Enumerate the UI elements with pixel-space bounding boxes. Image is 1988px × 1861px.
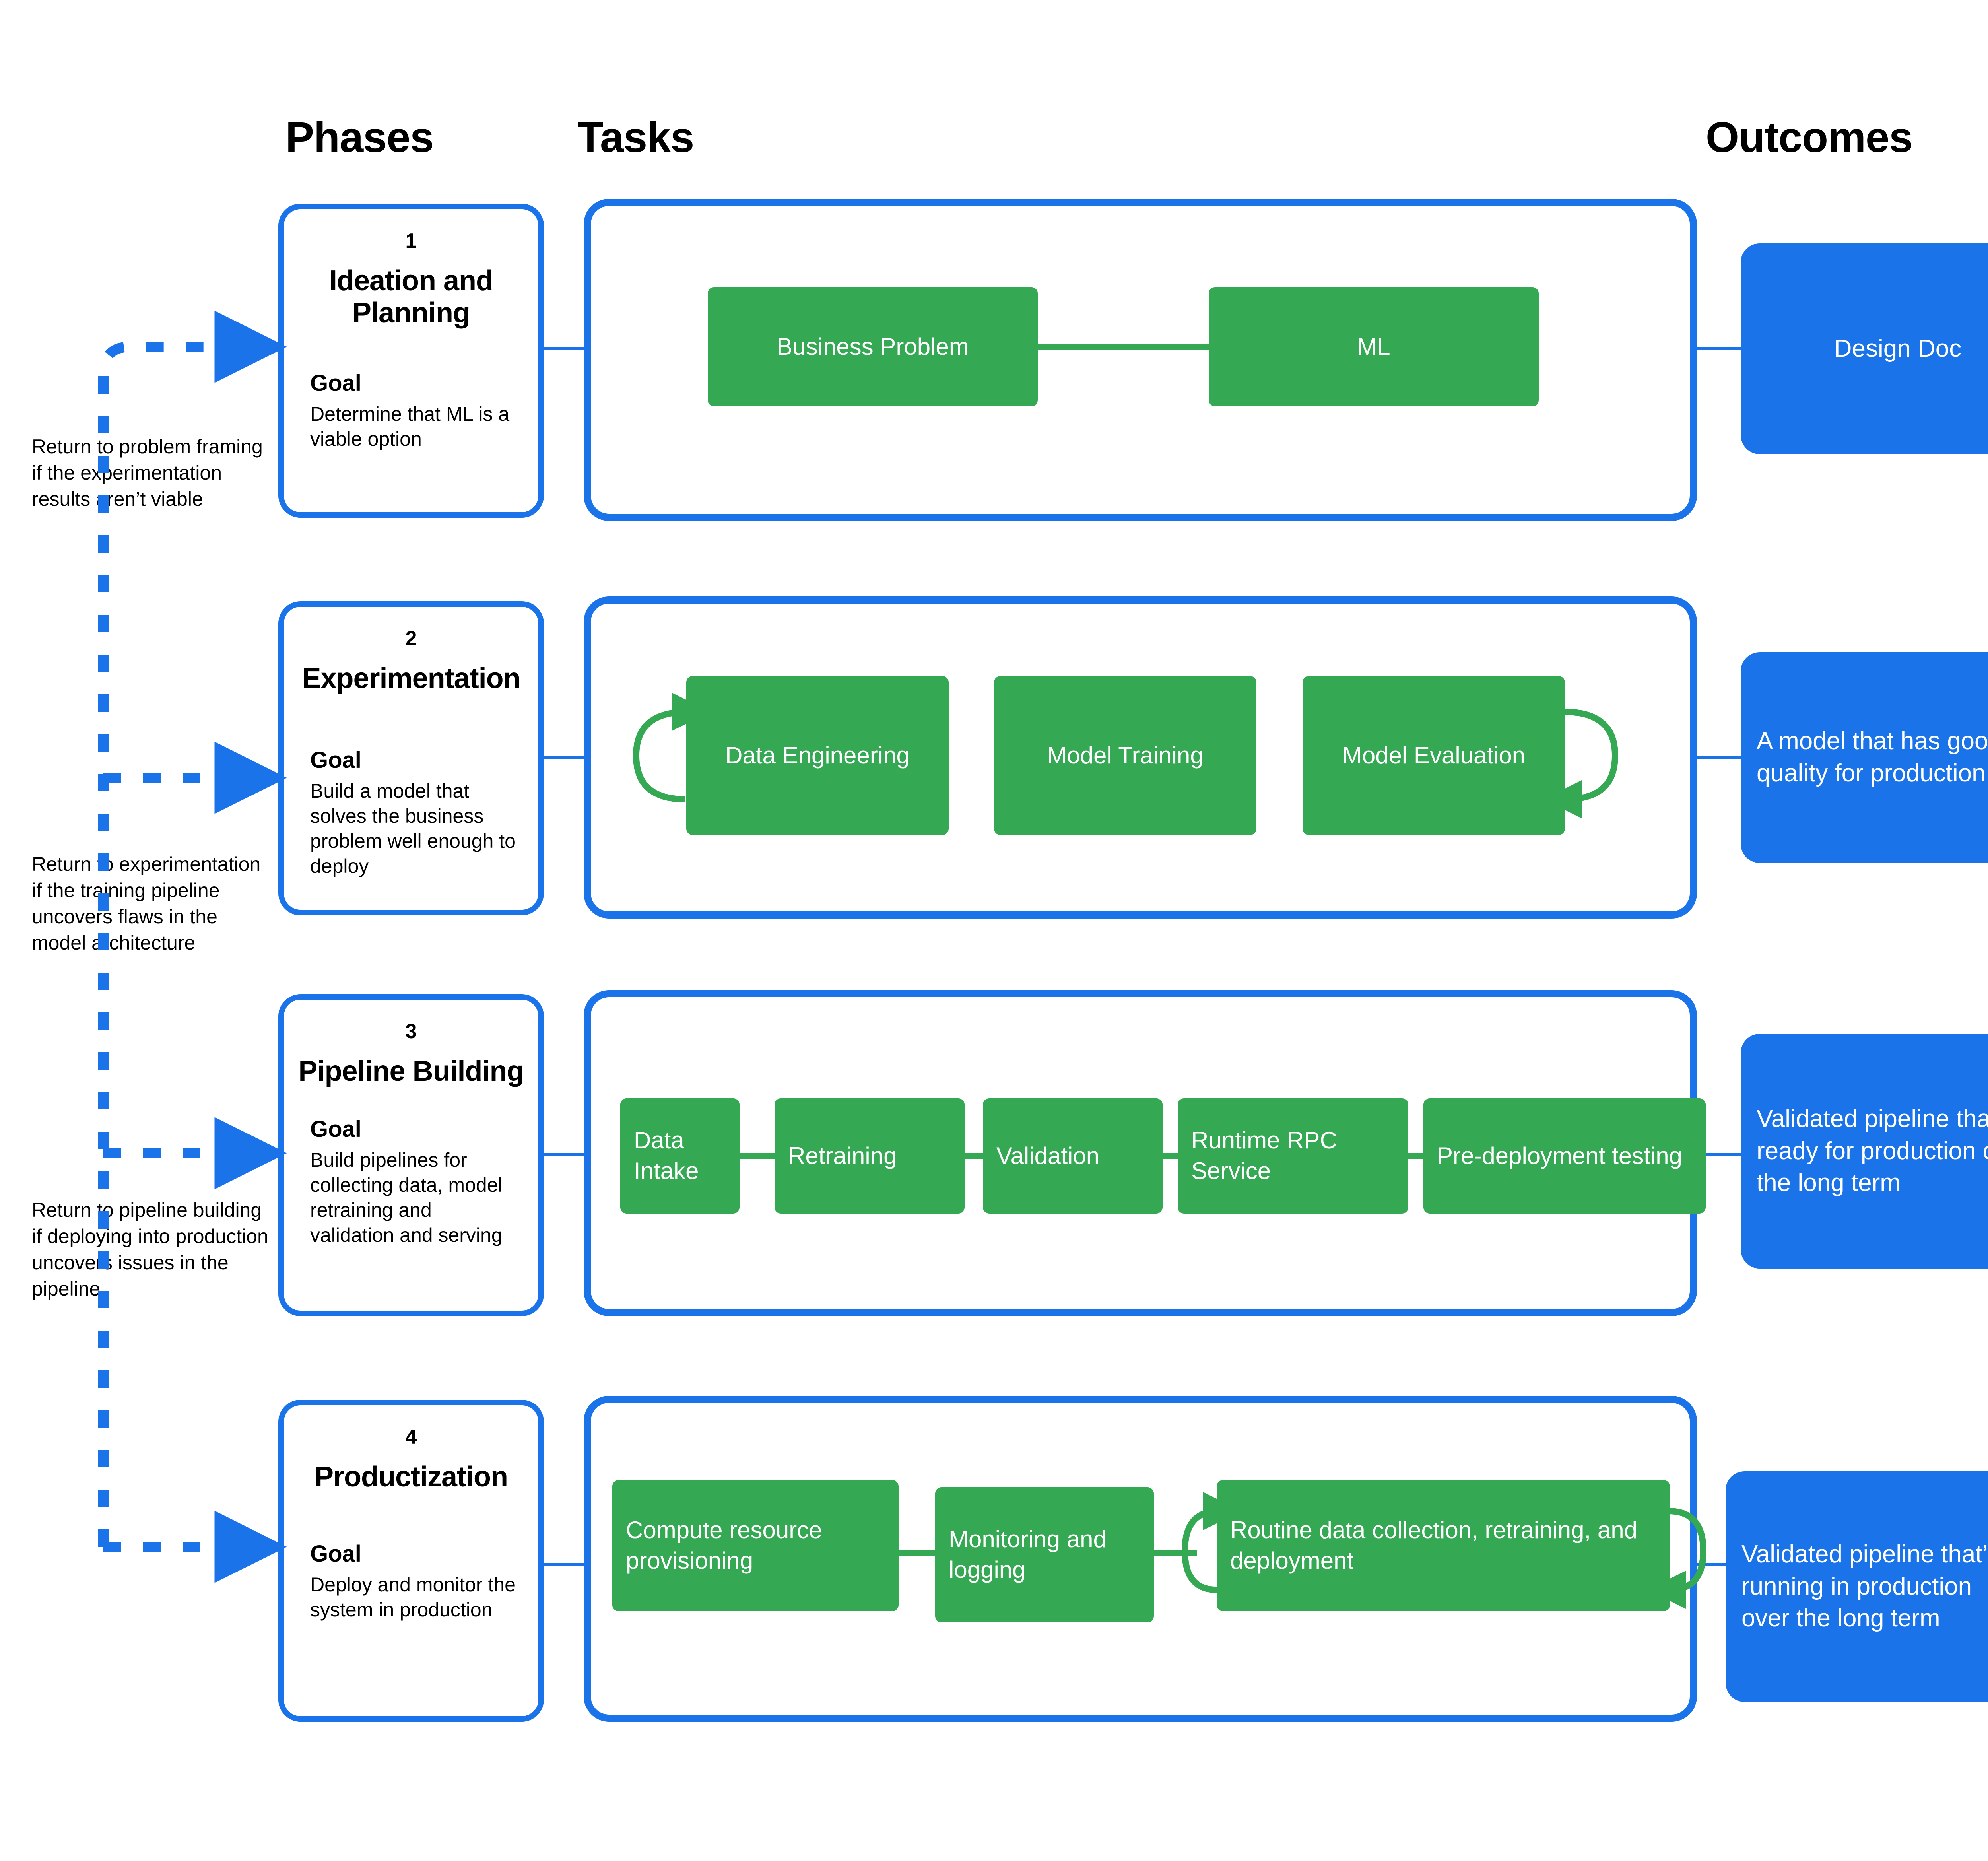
column-header-phases: Phases (285, 113, 434, 161)
task-chip-pre-deployment-testing[interactable]: Pre-deployment testing (1423, 1098, 1706, 1214)
connector-phase1-tasks (544, 347, 584, 350)
phase-title-1: Ideation and Planning (329, 265, 493, 329)
connector-tasks1-outcome (1697, 347, 1741, 350)
task-chip-runtime-rpc-service[interactable]: Runtime RPC Service (1178, 1098, 1408, 1214)
phase-title-4: Productization (315, 1461, 508, 1493)
goal-label-3: Goal (310, 1116, 361, 1142)
goal-label-1: Goal (310, 370, 361, 396)
phase-number-3: 3 (405, 1020, 417, 1043)
goal-label-2: Goal (310, 747, 361, 773)
outcome-box-4[interactable]: Validated pipeline that’s running in pro… (1726, 1471, 1988, 1702)
outcome-box-3[interactable]: Validated pipeline that’s ready for prod… (1741, 1034, 1988, 1269)
task-chip-compute-resource-provisioning[interactable]: Compute resource provisioning (612, 1480, 899, 1611)
task-chip-model-evaluation[interactable]: Model Evaluation (1303, 676, 1565, 835)
task-chip-routine-data-collection[interactable]: Routine data collection, retraining, and… (1217, 1480, 1670, 1611)
column-header-outcomes: Outcomes (1706, 113, 1913, 161)
phase-card-2[interactable]: 2 Experimentation Goal Build a model tha… (278, 601, 544, 915)
phase-card-1[interactable]: 1 Ideation and Planning Goal Determine t… (278, 204, 544, 518)
connector-tasks3-outcome (1697, 1153, 1741, 1156)
task-chip-data-intake[interactable]: Data Intake (620, 1098, 740, 1214)
feedback-note-left-3: Return to pipeline building if deploying… (32, 1199, 268, 1300)
task-chip-data-engineering[interactable]: Data Engineering (686, 676, 949, 835)
connector-phase3-tasks (544, 1153, 584, 1156)
feedback-note-left-2: Return to experimentation if the trainin… (32, 853, 261, 954)
connector-phase4-tasks (544, 1563, 584, 1566)
goal-label-4: Goal (310, 1541, 361, 1567)
phase-title-3: Pipeline Building (298, 1055, 524, 1087)
phase-number-4: 4 (405, 1426, 417, 1449)
task-chip-validation[interactable]: Validation (983, 1098, 1163, 1214)
phase-card-3[interactable]: 3 Pipeline Building Goal Build pipelines… (278, 994, 544, 1316)
goal-text-4: Deploy and monitor the system in product… (310, 1573, 516, 1621)
task-chip-model-training[interactable]: Model Training (994, 676, 1256, 835)
task-chip-monitoring-and-logging[interactable]: Monitoring and logging (935, 1487, 1154, 1622)
task-chip-retraining[interactable]: Retraining (775, 1098, 965, 1214)
outcome-box-2[interactable]: A model that has good quality for produc… (1741, 652, 1988, 863)
goal-text-2: Build a model that solves the business p… (310, 780, 516, 877)
task-chip-ml[interactable]: ML (1209, 287, 1539, 406)
connector-tasks4-outcome (1697, 1563, 1741, 1566)
phase-card-4[interactable]: 4 Productization Goal Deploy and monitor… (278, 1400, 544, 1722)
phase-number-2: 2 (405, 627, 417, 650)
outcome-box-1[interactable]: Design Doc (1741, 243, 1988, 454)
goal-text-1: Determine that ML is a viable option (310, 403, 510, 450)
phase-title-2: Experimentation (302, 662, 520, 694)
goal-text-3: Build pipelines for collecting data, mod… (310, 1149, 503, 1246)
column-header-tasks: Tasks (577, 113, 694, 161)
connector-tasks2-outcome (1697, 756, 1741, 759)
connector-phase2-tasks (544, 756, 584, 759)
feedback-note-left-1: Return to problem framing if the experim… (32, 435, 263, 510)
phase-number-1: 1 (405, 229, 417, 253)
task-chip-business-problem[interactable]: Business Problem (708, 287, 1038, 406)
